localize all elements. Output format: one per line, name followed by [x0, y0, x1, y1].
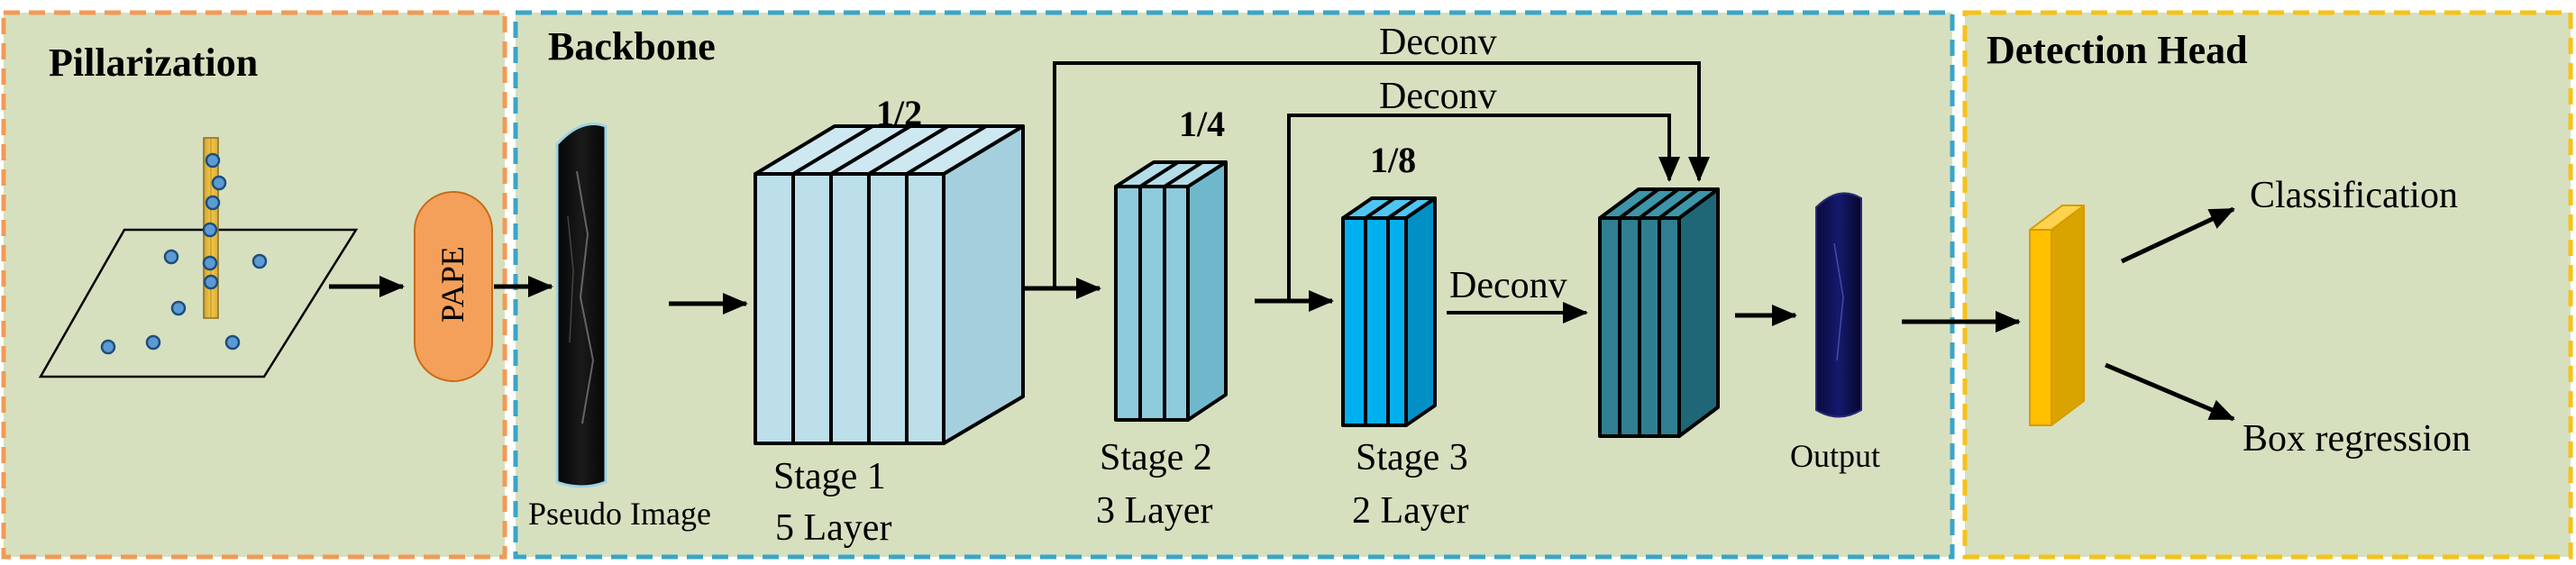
- pseudo-image-label: Pseudo Image: [528, 496, 711, 532]
- pseudo-image: [555, 123, 607, 488]
- detection-head-title: Detection Head: [1987, 28, 2248, 72]
- backbone-panel: [513, 10, 1955, 560]
- pape-label: PAPE: [434, 246, 470, 323]
- stage3-layers: 2 Layer: [1352, 490, 1469, 532]
- point-cloud-plane: [38, 228, 359, 378]
- stage1-scale: 1/2: [876, 93, 923, 133]
- point-cloud-points: [100, 152, 268, 355]
- stage2-name: Stage 2: [1100, 437, 1212, 478]
- stage1-block: [754, 124, 1025, 445]
- arrow-to-classification: [2120, 206, 2235, 264]
- stage1-layers: 5 Layer: [775, 507, 892, 549]
- deconv-label-stage3: Deconv: [1449, 265, 1567, 306]
- concat-block: [1598, 187, 1720, 438]
- arrow-to-box-regression: [2105, 362, 2235, 422]
- deconv-label-middle: Deconv: [1379, 76, 1497, 117]
- pillarization-title: Pillarization: [49, 41, 259, 85]
- stage2-scale: 1/4: [1179, 104, 1226, 144]
- stage3-scale: 1/8: [1370, 140, 1417, 180]
- stage2-block: [1114, 160, 1228, 422]
- backbone-title: Backbone: [548, 24, 716, 68]
- pape-block: [414, 191, 493, 382]
- stage3-name: Stage 3: [1356, 437, 1468, 478]
- stage2-layers: 3 Layer: [1096, 490, 1213, 532]
- head-block: [2029, 205, 2085, 426]
- deconv-skip-from-stage2: [1287, 114, 1680, 301]
- output-label: Output: [1790, 438, 1881, 474]
- classification-label: Classification: [2250, 175, 2458, 216]
- deconv-skip-from-stage1: [1053, 61, 1710, 288]
- box-regression-label: Box regression: [2243, 418, 2471, 460]
- deconv-label-top: Deconv: [1379, 22, 1497, 63]
- stage3-block: [1341, 196, 1437, 427]
- stage1-name: Stage 1: [773, 456, 886, 497]
- output-feature-map: [1815, 192, 1862, 418]
